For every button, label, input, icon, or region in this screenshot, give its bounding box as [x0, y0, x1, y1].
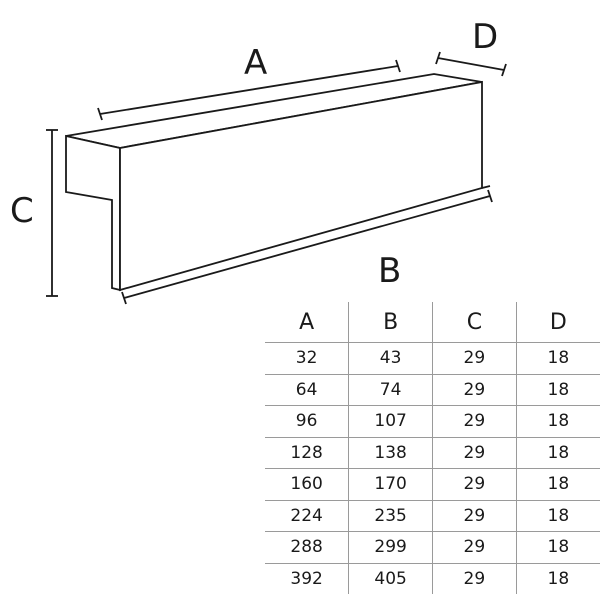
dimensions-table: A B C D 32 43 29 18 64 74 29 18 96 107 2… — [265, 302, 600, 594]
table-header-row: A B C D — [265, 302, 600, 343]
cell-d: 18 — [515, 531, 600, 563]
dimension-c-line — [46, 129, 58, 297]
dimension-c-label: C — [10, 191, 34, 231]
cell-c: 29 — [432, 437, 517, 469]
cell-a: 392 — [290, 568, 323, 589]
cell-b: 138 — [348, 437, 433, 469]
cell-a: 160 — [290, 474, 323, 495]
cell-a: 96 — [295, 411, 318, 432]
dimension-lines — [46, 51, 507, 305]
cell-d: 18 — [515, 405, 600, 437]
table-row: 128 138 29 18 — [265, 437, 600, 469]
cell-b: 299 — [348, 531, 433, 563]
cell-d: 18 — [515, 563, 600, 594]
table-row: 288 299 29 18 — [265, 531, 600, 563]
cell-b: 74 — [348, 374, 433, 406]
header-c: C — [432, 302, 517, 343]
cell-c: 29 — [432, 468, 517, 500]
cell-a: 32 — [295, 348, 318, 369]
table-row: 392 405 29 18 — [265, 563, 600, 594]
header-d: D — [515, 302, 600, 343]
table-row: 64 74 29 18 — [265, 374, 600, 406]
cell-c: 29 — [432, 563, 517, 594]
cell-d: 18 — [515, 374, 600, 406]
cell-b: 405 — [348, 563, 433, 594]
handle-dimension-drawing: A B C D — [10, 17, 507, 305]
dimension-b-line — [121, 189, 493, 305]
cell-a: 224 — [290, 505, 323, 526]
cell-d: 18 — [515, 342, 600, 374]
dimension-b-label: B — [378, 251, 401, 291]
dimension-d-label: D — [472, 17, 498, 57]
dimension-a-label: A — [244, 43, 267, 83]
cell-c: 29 — [432, 531, 517, 563]
cell-d: 18 — [515, 500, 600, 532]
dimension-d-line — [435, 51, 507, 77]
cell-c: 29 — [432, 405, 517, 437]
dimension-a-line — [97, 59, 401, 121]
cell-a: 128 — [290, 442, 323, 463]
cell-c: 29 — [432, 342, 517, 374]
header-a: A — [299, 309, 315, 335]
cell-c: 29 — [432, 374, 517, 406]
header-b: B — [348, 302, 433, 343]
handle-end-face — [65, 134, 121, 292]
table-row: 160 170 29 18 — [265, 468, 600, 500]
table-row: 32 43 29 18 — [265, 342, 600, 374]
cell-b: 170 — [348, 468, 433, 500]
table-row: 224 235 29 18 — [265, 500, 600, 532]
cell-b: 235 — [348, 500, 433, 532]
cell-c: 29 — [432, 500, 517, 532]
cell-b: 43 — [348, 342, 433, 374]
cell-a: 288 — [290, 537, 323, 558]
table-row: 96 107 29 18 — [265, 405, 600, 437]
cell-a: 64 — [295, 379, 318, 400]
handle-back-edge — [481, 185, 491, 189]
handle-outline — [65, 73, 491, 292]
cell-d: 18 — [515, 468, 600, 500]
cell-b: 107 — [348, 405, 433, 437]
cell-d: 18 — [515, 437, 600, 469]
